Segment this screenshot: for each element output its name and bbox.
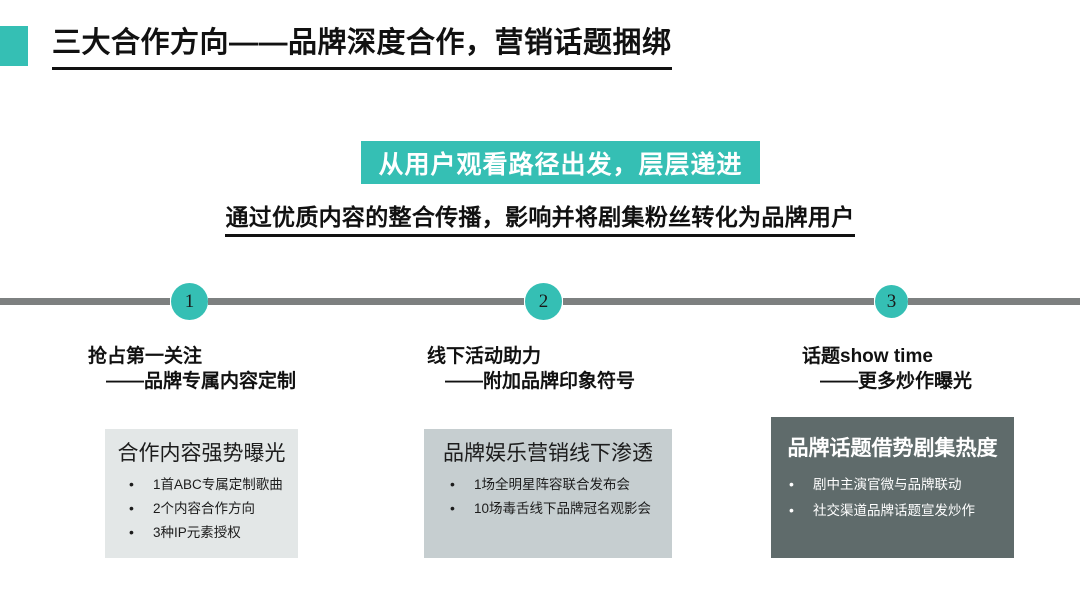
title-accent-bar xyxy=(0,26,28,66)
list-item: 10场毒舌线下品牌冠名观影会 xyxy=(448,496,662,521)
content-box-3: 品牌话题借势剧集热度 剧中主演官微与品牌联动 社交渠道品牌话题宣发炒作 xyxy=(771,417,1014,558)
list-item: 社交渠道品牌话题宣发炒作 xyxy=(787,497,1004,524)
column-heading-2-line2: ——附加品牌印象符号 xyxy=(445,371,636,392)
column-heading-1-line1: 抢占第一关注 xyxy=(88,346,203,367)
list-item: 2个内容合作方向 xyxy=(127,496,288,521)
slide-title-row: 三大合作方向——品牌深度合作，营销话题捆绑 xyxy=(0,22,1080,70)
list-item: 3种IP元素授权 xyxy=(127,520,288,545)
timeline-segment-3 xyxy=(563,298,874,305)
content-box-3-list: 剧中主演官微与品牌联动 社交渠道品牌话题宣发炒作 xyxy=(781,471,1004,524)
column-heading-3-line1: 话题show time xyxy=(802,346,933,367)
content-box-2: 品牌娱乐营销线下渗透 1场全明星阵容联合发布会 10场毒舌线下品牌冠名观影会 xyxy=(424,429,672,558)
content-box-1: 合作内容强势曝光 1首ABC专属定制歌曲 2个内容合作方向 3种IP元素授权 xyxy=(105,429,298,558)
timeline-marker-3[interactable]: 3 xyxy=(875,285,908,318)
list-item: 1首ABC专属定制歌曲 xyxy=(127,472,288,497)
content-box-2-list: 1场全明星阵容联合发布会 10场毒舌线下品牌冠名观影会 xyxy=(434,472,662,521)
subtitle-banner: 从用户观看路径出发，层层递进 xyxy=(361,141,760,184)
column-heading-1: 抢占第一关注 ——品牌专属内容定制 xyxy=(88,344,296,394)
column-heading-2-line1: 线下活动助力 xyxy=(427,346,542,367)
list-item: 1场全明星阵容联合发布会 xyxy=(448,472,662,497)
column-heading-3-line2: ——更多炒作曝光 xyxy=(820,371,973,392)
subtitle-underlined-label: 通过优质内容的整合传播，影响并将剧集粉丝转化为品牌用户 xyxy=(225,198,855,237)
subtitle-underlined: 通过优质内容的整合传播，影响并将剧集粉丝转化为品牌用户 xyxy=(0,198,1080,237)
timeline-marker-3-number: 3 xyxy=(886,290,897,312)
subtitle-banner-label: 从用户观看路径出发，层层递进 xyxy=(378,150,743,179)
timeline-segment-4 xyxy=(908,298,1080,305)
timeline-marker-1-number: 1 xyxy=(184,290,195,312)
list-item: 剧中主演官微与品牌联动 xyxy=(787,471,1004,498)
content-box-3-title: 品牌话题借势剧集热度 xyxy=(787,437,998,460)
timeline: 1 2 3 xyxy=(0,280,1080,324)
column-heading-3: 话题show time ——更多炒作曝光 xyxy=(802,344,972,394)
content-box-1-title: 合作内容强势曝光 xyxy=(117,442,286,465)
column-heading-1-line2: ——品牌专属内容定制 xyxy=(106,371,297,392)
timeline-marker-1[interactable]: 1 xyxy=(171,283,208,320)
timeline-marker-2[interactable]: 2 xyxy=(525,283,562,320)
content-box-1-list: 1首ABC专属定制歌曲 2个内容合作方向 3种IP元素授权 xyxy=(115,472,288,545)
timeline-segment-1 xyxy=(0,298,170,305)
content-box-2-title: 品牌娱乐营销线下渗透 xyxy=(443,442,653,465)
page-title: 三大合作方向——品牌深度合作，营销话题捆绑 xyxy=(52,22,672,70)
timeline-marker-2-number: 2 xyxy=(538,290,549,312)
timeline-segment-2 xyxy=(208,298,524,305)
column-heading-2: 线下活动助力 ——附加品牌印象符号 xyxy=(427,344,635,394)
